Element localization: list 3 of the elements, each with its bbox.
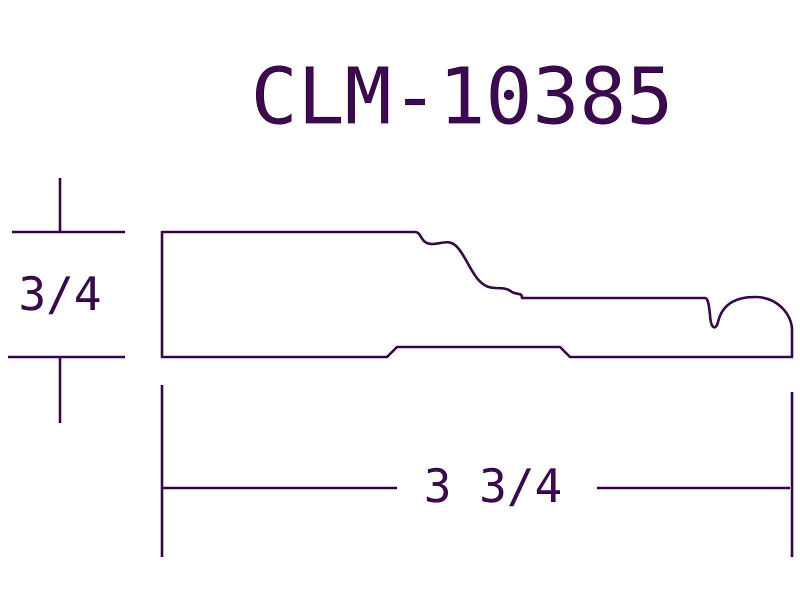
dimension-label: 3 3/4	[426, 468, 560, 506]
title: CLM-10385	[256, 66, 668, 124]
dimension-label: 3/4	[22, 276, 100, 314]
